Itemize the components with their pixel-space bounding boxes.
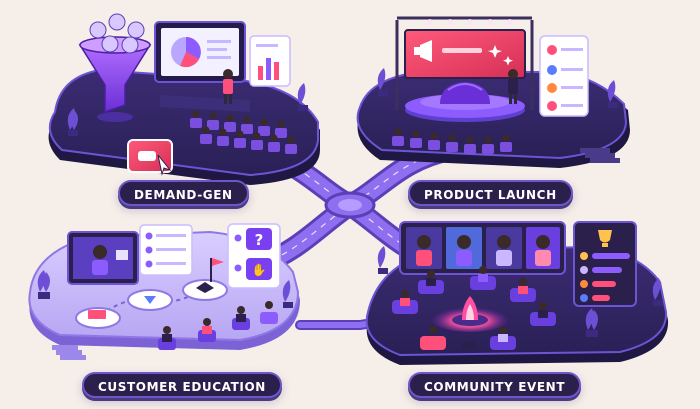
product-launch-label: PRODUCT LAUNCH: [408, 180, 573, 206]
learners: [158, 301, 278, 350]
plant-icon: [37, 270, 293, 308]
community-event-label: COMMUNITY EVENT: [408, 372, 582, 398]
funnel-icon: [78, 13, 152, 122]
question-icon: ?: [255, 231, 264, 249]
customer-education-scene: ? ✋: [28, 223, 300, 360]
bar-chart-card: [249, 35, 291, 87]
launch-screen: [404, 29, 526, 79]
checklist-card: [139, 224, 193, 276]
raise-hand-icon: ✋: [252, 263, 267, 277]
presenter-figure: [223, 69, 233, 104]
plant-icon: [377, 246, 663, 337]
community-event-scene: [365, 221, 669, 365]
qa-card: ? ✋: [227, 223, 281, 289]
leaderboard-card: [573, 221, 637, 307]
customer-education-label: CUSTOMER EDUCATION: [82, 372, 282, 398]
learning-path: [75, 258, 228, 329]
audience-seats: [190, 110, 297, 154]
covered-product: [440, 82, 490, 104]
plant-icon: [67, 83, 308, 136]
demand-gen-label: DEMAND-GEN: [118, 180, 249, 206]
plant-icon: [377, 68, 618, 108]
instructor-video-screen: [67, 231, 139, 285]
demand-gen-scene: [48, 13, 321, 185]
campfire-icon: [430, 296, 510, 332]
stairs: [580, 148, 620, 163]
launch-audience: [392, 128, 512, 154]
video-cta-icon: [127, 139, 173, 176]
speaker-figure: [508, 69, 518, 104]
pie-chart-screen: [154, 21, 246, 83]
reactions-panel: [539, 35, 589, 117]
stage-truss: [395, 16, 534, 110]
lounge-seating: [392, 266, 556, 350]
stairs: [52, 345, 86, 360]
video-wall: [399, 221, 566, 275]
product-launch-scene: [356, 16, 630, 168]
stage-lights: [427, 19, 513, 25]
